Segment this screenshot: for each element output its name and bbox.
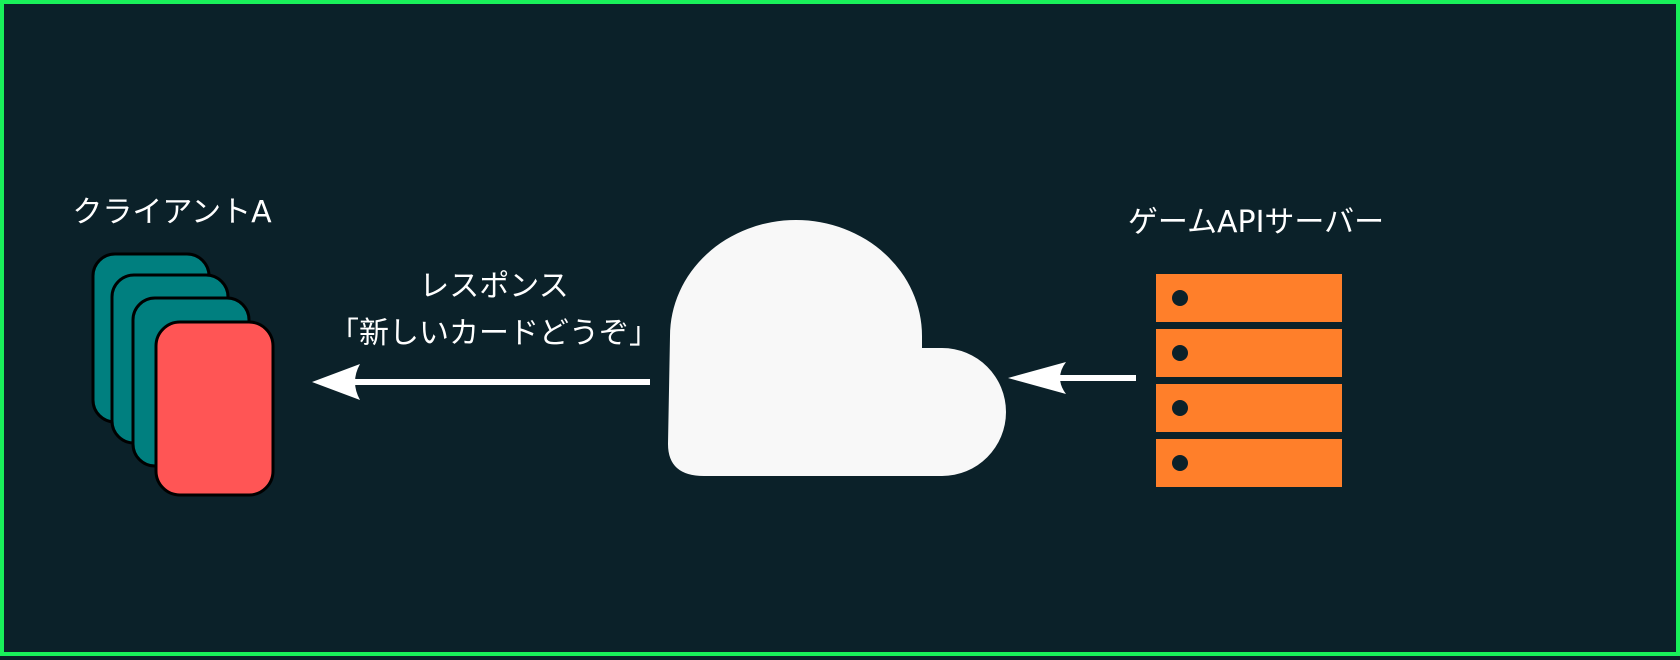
server-unit-2-light — [1172, 345, 1188, 361]
response-arrow-head — [312, 364, 360, 400]
server-unit-4-light — [1172, 455, 1188, 471]
server-unit-3-light — [1172, 400, 1188, 416]
server-unit-1-light — [1172, 290, 1188, 306]
request-arrow — [1008, 362, 1136, 394]
diagram-canvas: クライアントA レスポンス 「新しいカードどうぞ」 ゲームAPIサーバー — [72, 195, 1384, 497]
server-label: ゲームAPIサーバー — [1128, 205, 1384, 240]
cloud-icon — [668, 220, 1006, 476]
server-rack-icon — [1156, 274, 1342, 487]
response-label-line2: 「新しいカードどうぞ」 — [329, 316, 659, 351]
response-arrow — [312, 364, 650, 400]
response-label-line1: レスポンス — [419, 269, 568, 304]
request-arrow-head — [1008, 362, 1066, 394]
client-label: クライアントA — [72, 195, 272, 230]
card-front — [154, 320, 275, 497]
card-stack-icon — [91, 252, 275, 497]
